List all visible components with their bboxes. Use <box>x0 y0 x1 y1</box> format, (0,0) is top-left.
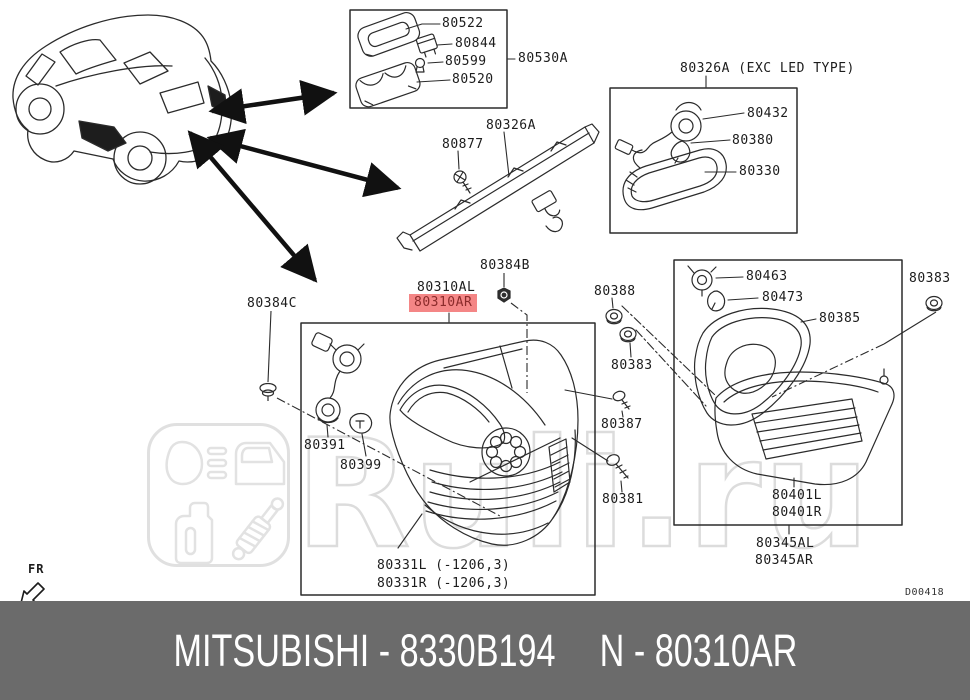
drawing-code: D00418 <box>905 587 945 598</box>
door-icon <box>234 441 286 486</box>
part-label-80877[interactable]: 80877 <box>442 137 484 152</box>
high-mount-lamp-drawing <box>396 123 600 252</box>
headlight-icon <box>165 440 204 486</box>
oil-jug-icon <box>174 501 214 565</box>
screw-80877-icon <box>453 170 472 194</box>
part-label-80384c[interactable]: 80384C <box>247 296 297 311</box>
nut-80384b-icon <box>497 273 528 393</box>
part-label-80387[interactable]: 80387 <box>601 417 643 432</box>
exc-bulb-icon <box>670 140 691 164</box>
clip-80384c-icon <box>259 310 501 517</box>
locator-arrows <box>187 79 402 283</box>
footer-bar: MITSUBISHI - 8330B194 N - 80310AR <box>0 601 970 700</box>
socket-80463-icon <box>687 265 717 297</box>
part-label-80530a[interactable]: 80530A <box>518 51 568 66</box>
watermark-logo <box>147 423 290 567</box>
part-label-80383-right[interactable]: 80383 <box>909 271 951 286</box>
footer-brand-part: MITSUBISHI - 8330B194 <box>173 624 556 676</box>
part-label-80432[interactable]: 80432 <box>747 106 789 121</box>
inner-lamp-drawing <box>673 259 903 535</box>
car-illustration <box>12 14 233 185</box>
grommet-80383-right-icon <box>771 295 943 398</box>
part-label-80345al[interactable]: 80345AL <box>756 536 815 551</box>
exc-led-lamp-drawing <box>609 75 798 234</box>
part-label-80473[interactable]: 80473 <box>762 290 804 305</box>
arrow-to-high-mount-lamp <box>206 128 402 198</box>
part-label-80401r[interactable]: 80401R <box>772 505 822 520</box>
footer-ref-number: N - 80310AR <box>599 624 797 676</box>
part-label-80331l[interactable]: 80331L (-1206,3) <box>377 558 511 573</box>
screw-80381-icon <box>606 454 629 479</box>
part-label-80463[interactable]: 80463 <box>746 269 788 284</box>
part-label-80388[interactable]: 80388 <box>594 284 636 299</box>
arrow-to-license-lamp <box>208 79 338 125</box>
bulb-80399-icon <box>349 412 373 434</box>
fr-direction-label: FR <box>28 562 45 576</box>
part-label-80310al[interactable]: 80310AL <box>417 280 476 295</box>
part-label-80381[interactable]: 80381 <box>602 492 644 507</box>
part-label-80326a-exc-led[interactable]: 80326A (EXC LED TYPE) <box>680 61 855 76</box>
diagram-linework <box>12 9 943 601</box>
part-label-80599[interactable]: 80599 <box>445 54 487 69</box>
watermark-logo-icons <box>165 440 286 565</box>
part-label-80844[interactable]: 80844 <box>455 36 497 51</box>
harness-drawing <box>311 332 365 424</box>
part-label-80380[interactable]: 80380 <box>732 133 774 148</box>
grommet-80388-icon <box>605 308 623 325</box>
part-label-80522[interactable]: 80522 <box>442 16 484 31</box>
part-label-80391[interactable]: 80391 <box>304 438 346 453</box>
part-label-80383-mid[interactable]: 80383 <box>611 358 653 373</box>
part-label-80401l[interactable]: 80401L <box>772 488 822 503</box>
reflector-drawing <box>469 427 561 483</box>
watermark-text: Ruli.ru <box>294 407 872 584</box>
screw-80387-icon <box>612 390 631 410</box>
arrow-to-tail-lamp <box>187 130 318 283</box>
fr-arrow-icon <box>20 582 45 601</box>
part-label-80399[interactable]: 80399 <box>340 458 382 473</box>
license-bulb-icon <box>414 57 426 73</box>
tail-lamp-drawing <box>300 312 596 596</box>
hatch-strip <box>548 438 571 493</box>
car-tail-lamp-shape <box>78 120 127 152</box>
part-label-80384b[interactable]: 80384B <box>480 258 530 273</box>
part-label-80385[interactable]: 80385 <box>819 311 861 326</box>
part-label-80331r[interactable]: 80331R (-1206,3) <box>377 576 511 591</box>
grommet-80383-mid-icon <box>619 326 637 343</box>
part-label-80520[interactable]: 80520 <box>452 72 494 87</box>
bulb-80473-icon <box>707 290 726 312</box>
part-label-80310ar-selected[interactable]: 80310AR <box>409 294 478 312</box>
license-lamp-drawing <box>349 9 516 109</box>
part-label-80330[interactable]: 80330 <box>739 164 781 179</box>
high-mount-connector <box>531 190 561 217</box>
part-label-80345ar[interactable]: 80345AR <box>755 553 814 568</box>
mid-fasteners <box>564 297 717 493</box>
part-label-80326a[interactable]: 80326A <box>486 118 536 133</box>
shock-absorber-icon <box>231 497 285 561</box>
